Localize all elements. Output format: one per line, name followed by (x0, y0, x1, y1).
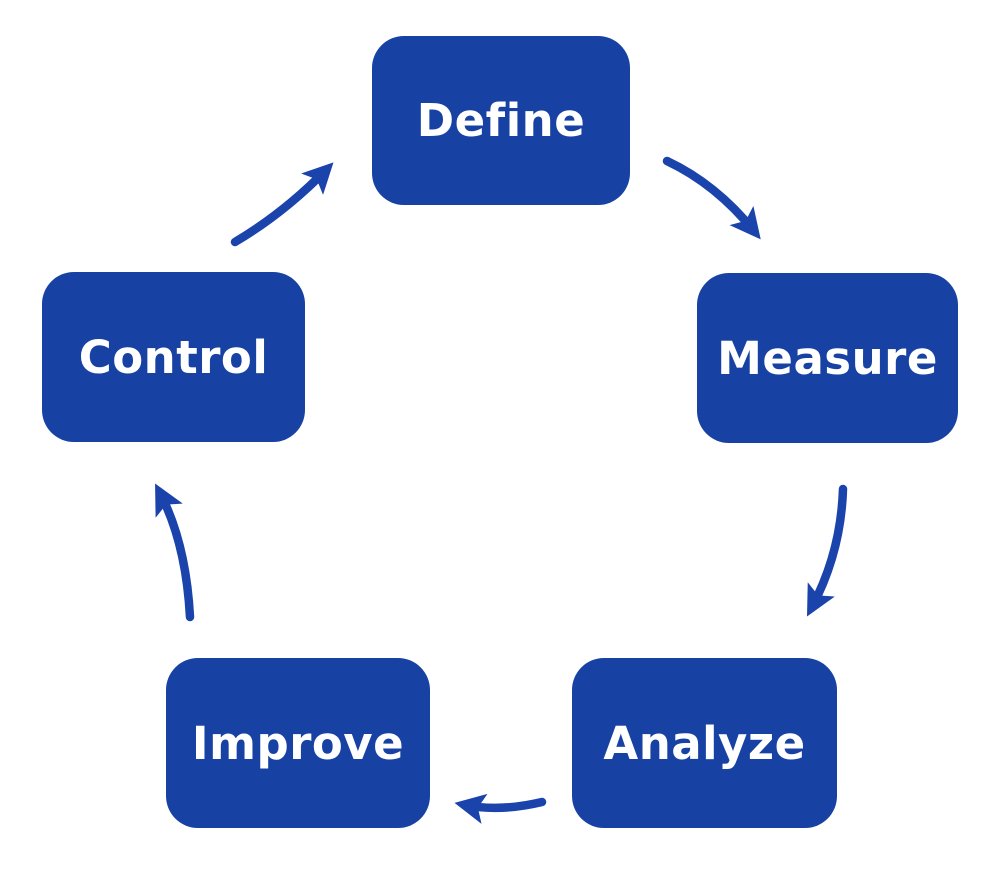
arrow-define-to-measure (662, 156, 761, 240)
node-define-label: Define (416, 94, 586, 147)
node-improve: Improve (166, 658, 430, 828)
node-measure: Measure (697, 273, 958, 443)
arrow-control-to-define (230, 162, 334, 247)
node-control-label: Control (78, 330, 269, 384)
node-analyze-label: Analyze (603, 716, 806, 770)
node-define: Define (372, 36, 630, 205)
node-control: Control (42, 272, 305, 442)
node-measure-label: Measure (717, 331, 938, 385)
arrow-improve-to-control (155, 483, 195, 622)
arrow-analyze-to-improve (454, 793, 547, 824)
arrow-measure-to-analyze (807, 484, 848, 617)
node-analyze: Analyze (572, 658, 837, 828)
node-improve-label: Improve (191, 716, 405, 770)
